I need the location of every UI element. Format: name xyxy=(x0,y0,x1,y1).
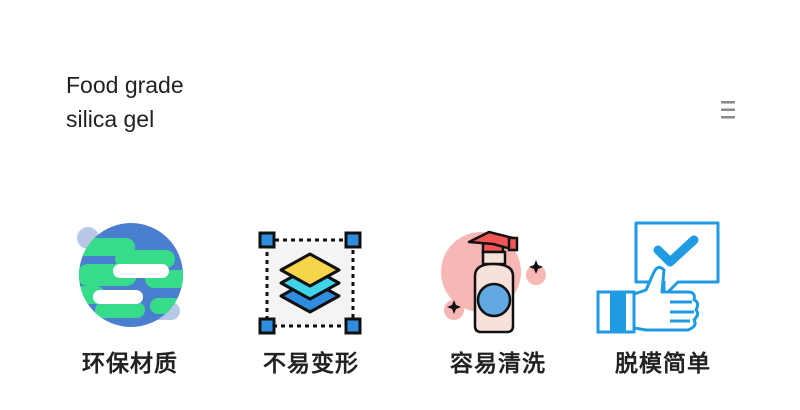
feature-label: 环保材质 xyxy=(82,351,178,377)
feature-easy-demold: 脱模简单 xyxy=(588,220,738,390)
feature-eco-material: 环保材质 xyxy=(55,220,205,390)
feature-label: 脱模简单 xyxy=(615,351,711,377)
spray-bottle-icon xyxy=(441,230,546,334)
title-line-1: Food grade xyxy=(66,72,184,98)
layers-icon xyxy=(258,231,362,335)
thumbs-up-check-icon xyxy=(596,221,720,334)
title-line-2: silica gel xyxy=(66,106,155,132)
product-title: Food grade silica gel xyxy=(66,68,366,136)
feature-label: 不易变形 xyxy=(263,351,359,377)
feature-no-deform: 不易变形 xyxy=(236,220,386,390)
feature-label: 容易清洗 xyxy=(450,351,546,377)
hamburger-menu-icon[interactable] xyxy=(719,100,737,120)
feature-easy-clean: 容易清洗 xyxy=(423,220,573,390)
earth-icon xyxy=(77,223,183,327)
